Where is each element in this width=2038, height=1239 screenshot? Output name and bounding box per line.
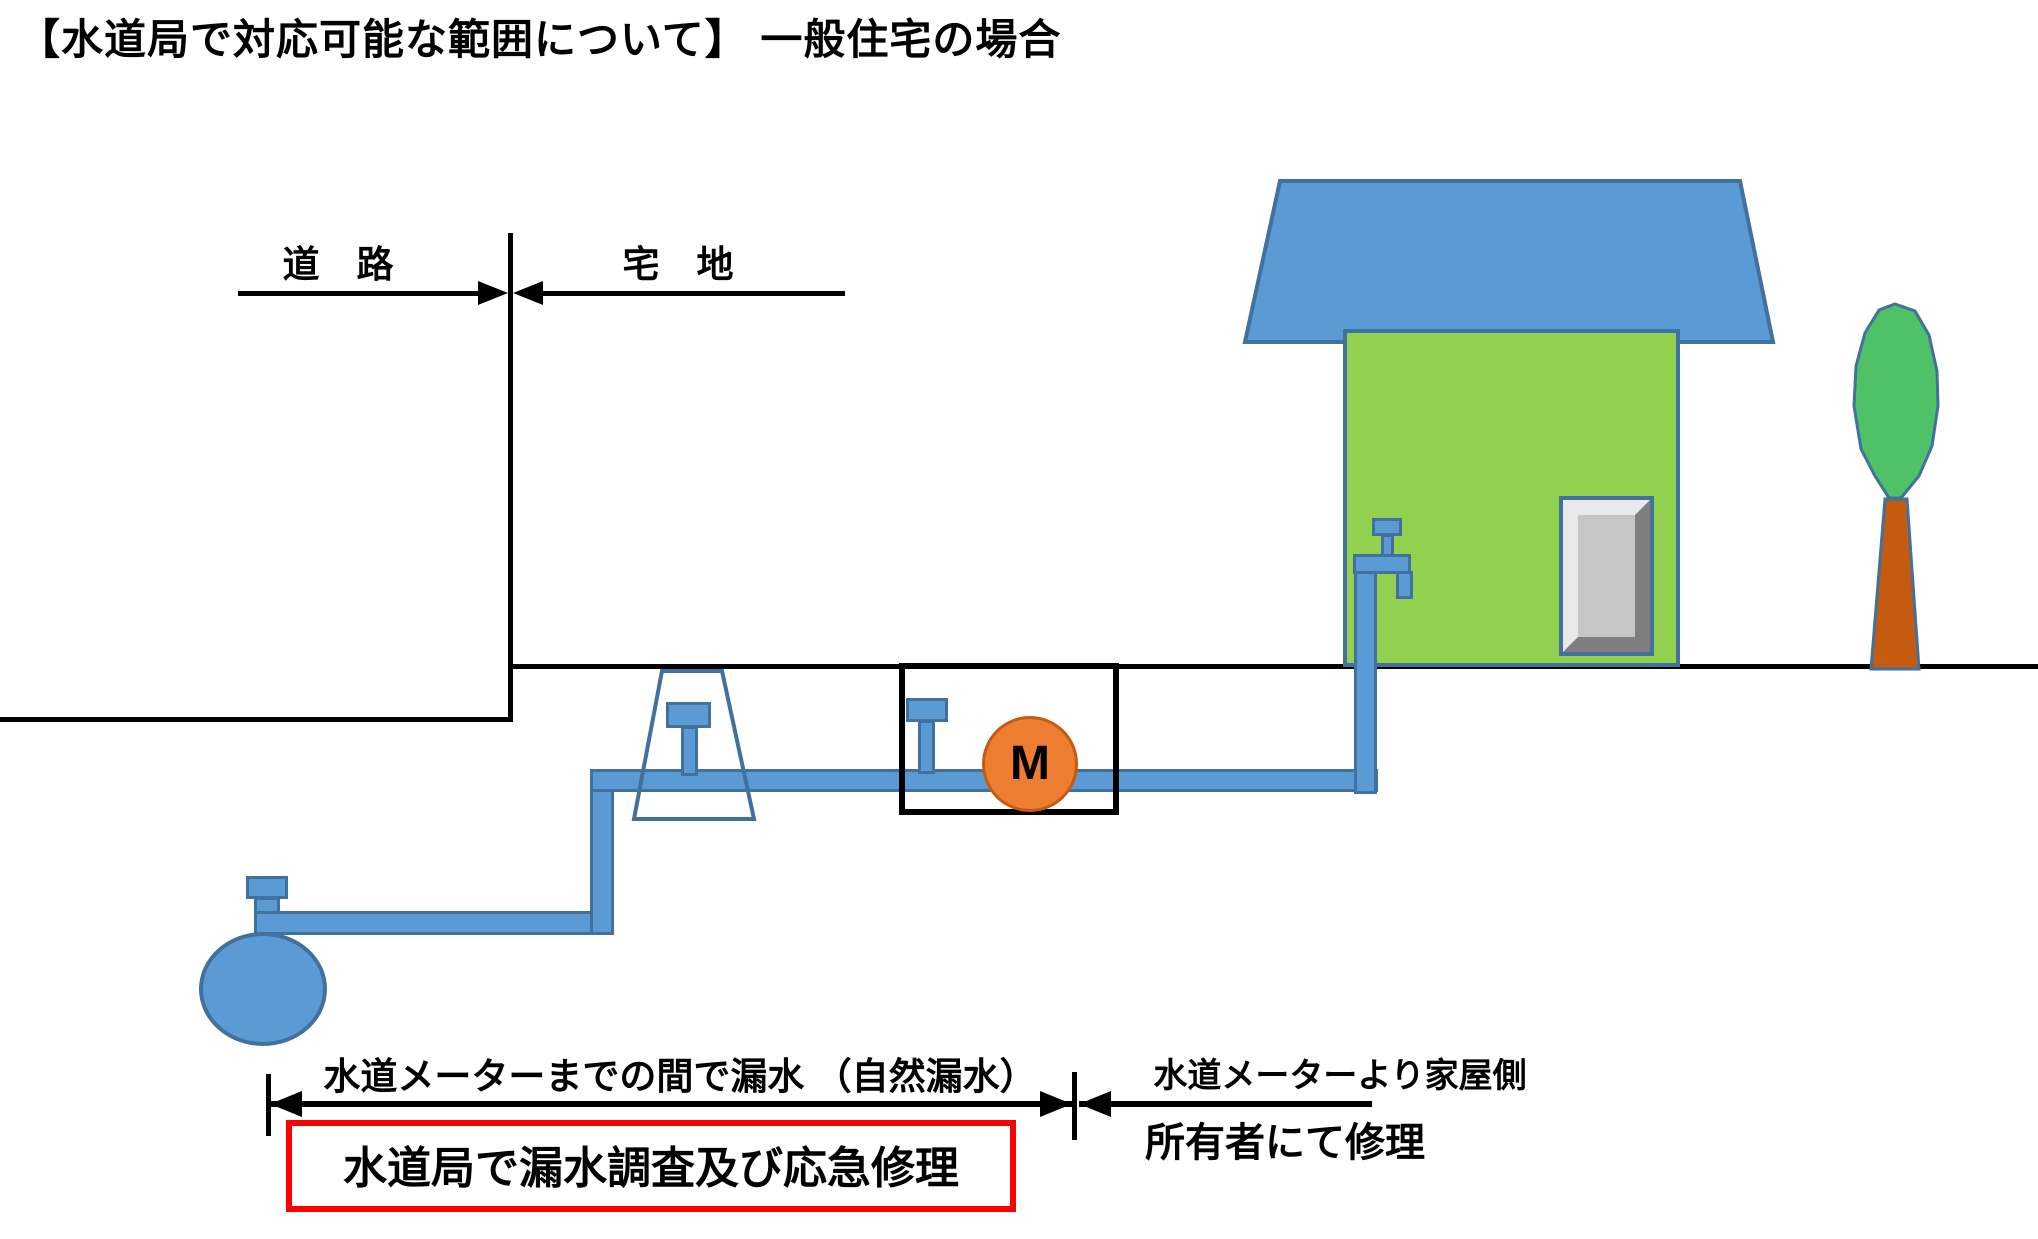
main-tap-cap xyxy=(246,876,288,899)
service-pipe-riser xyxy=(590,770,614,935)
property-dimension-line xyxy=(543,291,845,296)
faucet-spout xyxy=(1396,571,1413,599)
left-span-end-tick xyxy=(266,1074,271,1136)
tree-trunk xyxy=(1862,497,1930,673)
page-title: 【水道局で対応可能な範囲について】 一般住宅の場合 xyxy=(18,16,1062,63)
house-door xyxy=(1559,496,1654,656)
meter-valve-stem xyxy=(918,720,935,774)
left-span-arrowhead-right-icon xyxy=(1040,1091,1072,1117)
meter-position-tick xyxy=(1072,1072,1077,1140)
water-meter: M xyxy=(982,716,1078,812)
road-zone-label: 道 路 xyxy=(282,244,394,285)
property-boundary-line xyxy=(508,233,513,722)
left-span-line xyxy=(270,1101,1072,1107)
door-panel xyxy=(1563,500,1650,652)
house-supply-pipe xyxy=(1354,570,1377,794)
stop-valve-stem xyxy=(681,726,698,776)
repair-scope-highlight-box xyxy=(286,1120,1016,1212)
right-span-label: 水道メーターより家屋側 xyxy=(1153,1057,1527,1095)
faucet-body xyxy=(1353,554,1411,574)
service-pipe-lower xyxy=(254,911,614,935)
road-surface-line xyxy=(0,717,510,722)
property-arrowhead-icon xyxy=(513,281,543,305)
repair-scope-label: 水道局で漏水調査及び応急修理 xyxy=(343,1144,959,1193)
right-span-sublabel: 所有者にて修理 xyxy=(1145,1121,1425,1165)
meter-box xyxy=(899,663,1119,815)
right-span-line xyxy=(1079,1101,1372,1107)
property-zone-label: 宅 地 xyxy=(622,244,734,285)
valve-box-outline xyxy=(625,666,765,824)
water-main xyxy=(199,932,327,1046)
road-dimension-line xyxy=(238,291,484,296)
house-roof xyxy=(1235,176,1785,348)
property-ground-line xyxy=(510,664,2038,669)
road-arrowhead-icon xyxy=(478,281,508,305)
left-span-label: 水道メーターまでの間で漏水 （自然漏水） xyxy=(323,1056,1037,1097)
water-meter-label: M xyxy=(1010,737,1050,790)
tree-foliage xyxy=(1849,301,1945,507)
